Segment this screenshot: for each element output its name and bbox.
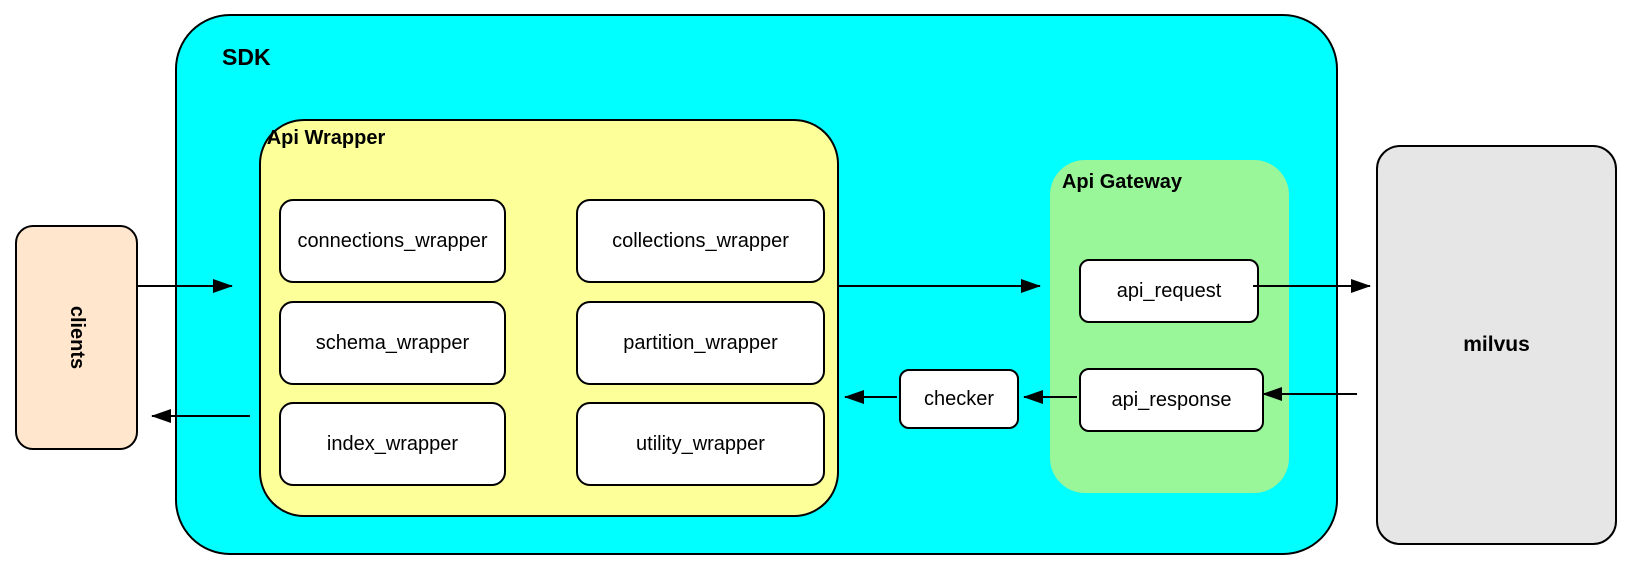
api-wrapper-label: Api Wrapper: [266, 127, 386, 149]
connections-wrapper-node: connections_wrapper: [279, 199, 506, 283]
milvus-node: milvus: [1376, 145, 1617, 545]
sdk-container: SDK Api Wrapper connections_wrapper coll…: [175, 14, 1338, 555]
api-response-node: api_response: [1079, 368, 1264, 432]
schema-wrapper-node: schema_wrapper: [279, 301, 506, 385]
api-request-node: api_request: [1079, 259, 1259, 323]
sdk-label: SDK: [222, 44, 271, 70]
utility-wrapper-node: utility_wrapper: [576, 402, 825, 486]
collections-wrapper-node: collections_wrapper: [576, 199, 825, 283]
clients-label: clients: [65, 305, 88, 370]
api-gateway-container: Api Gateway api_request api_response: [1050, 160, 1289, 493]
checker-node: checker: [899, 369, 1019, 429]
clients-node: clients: [15, 225, 138, 450]
index-wrapper-node: index_wrapper: [279, 402, 506, 486]
api-wrapper-container: Api Wrapper connections_wrapper collecti…: [259, 119, 839, 517]
partition-wrapper-node: partition_wrapper: [576, 301, 825, 385]
api-gateway-label: Api Gateway: [1061, 171, 1183, 193]
